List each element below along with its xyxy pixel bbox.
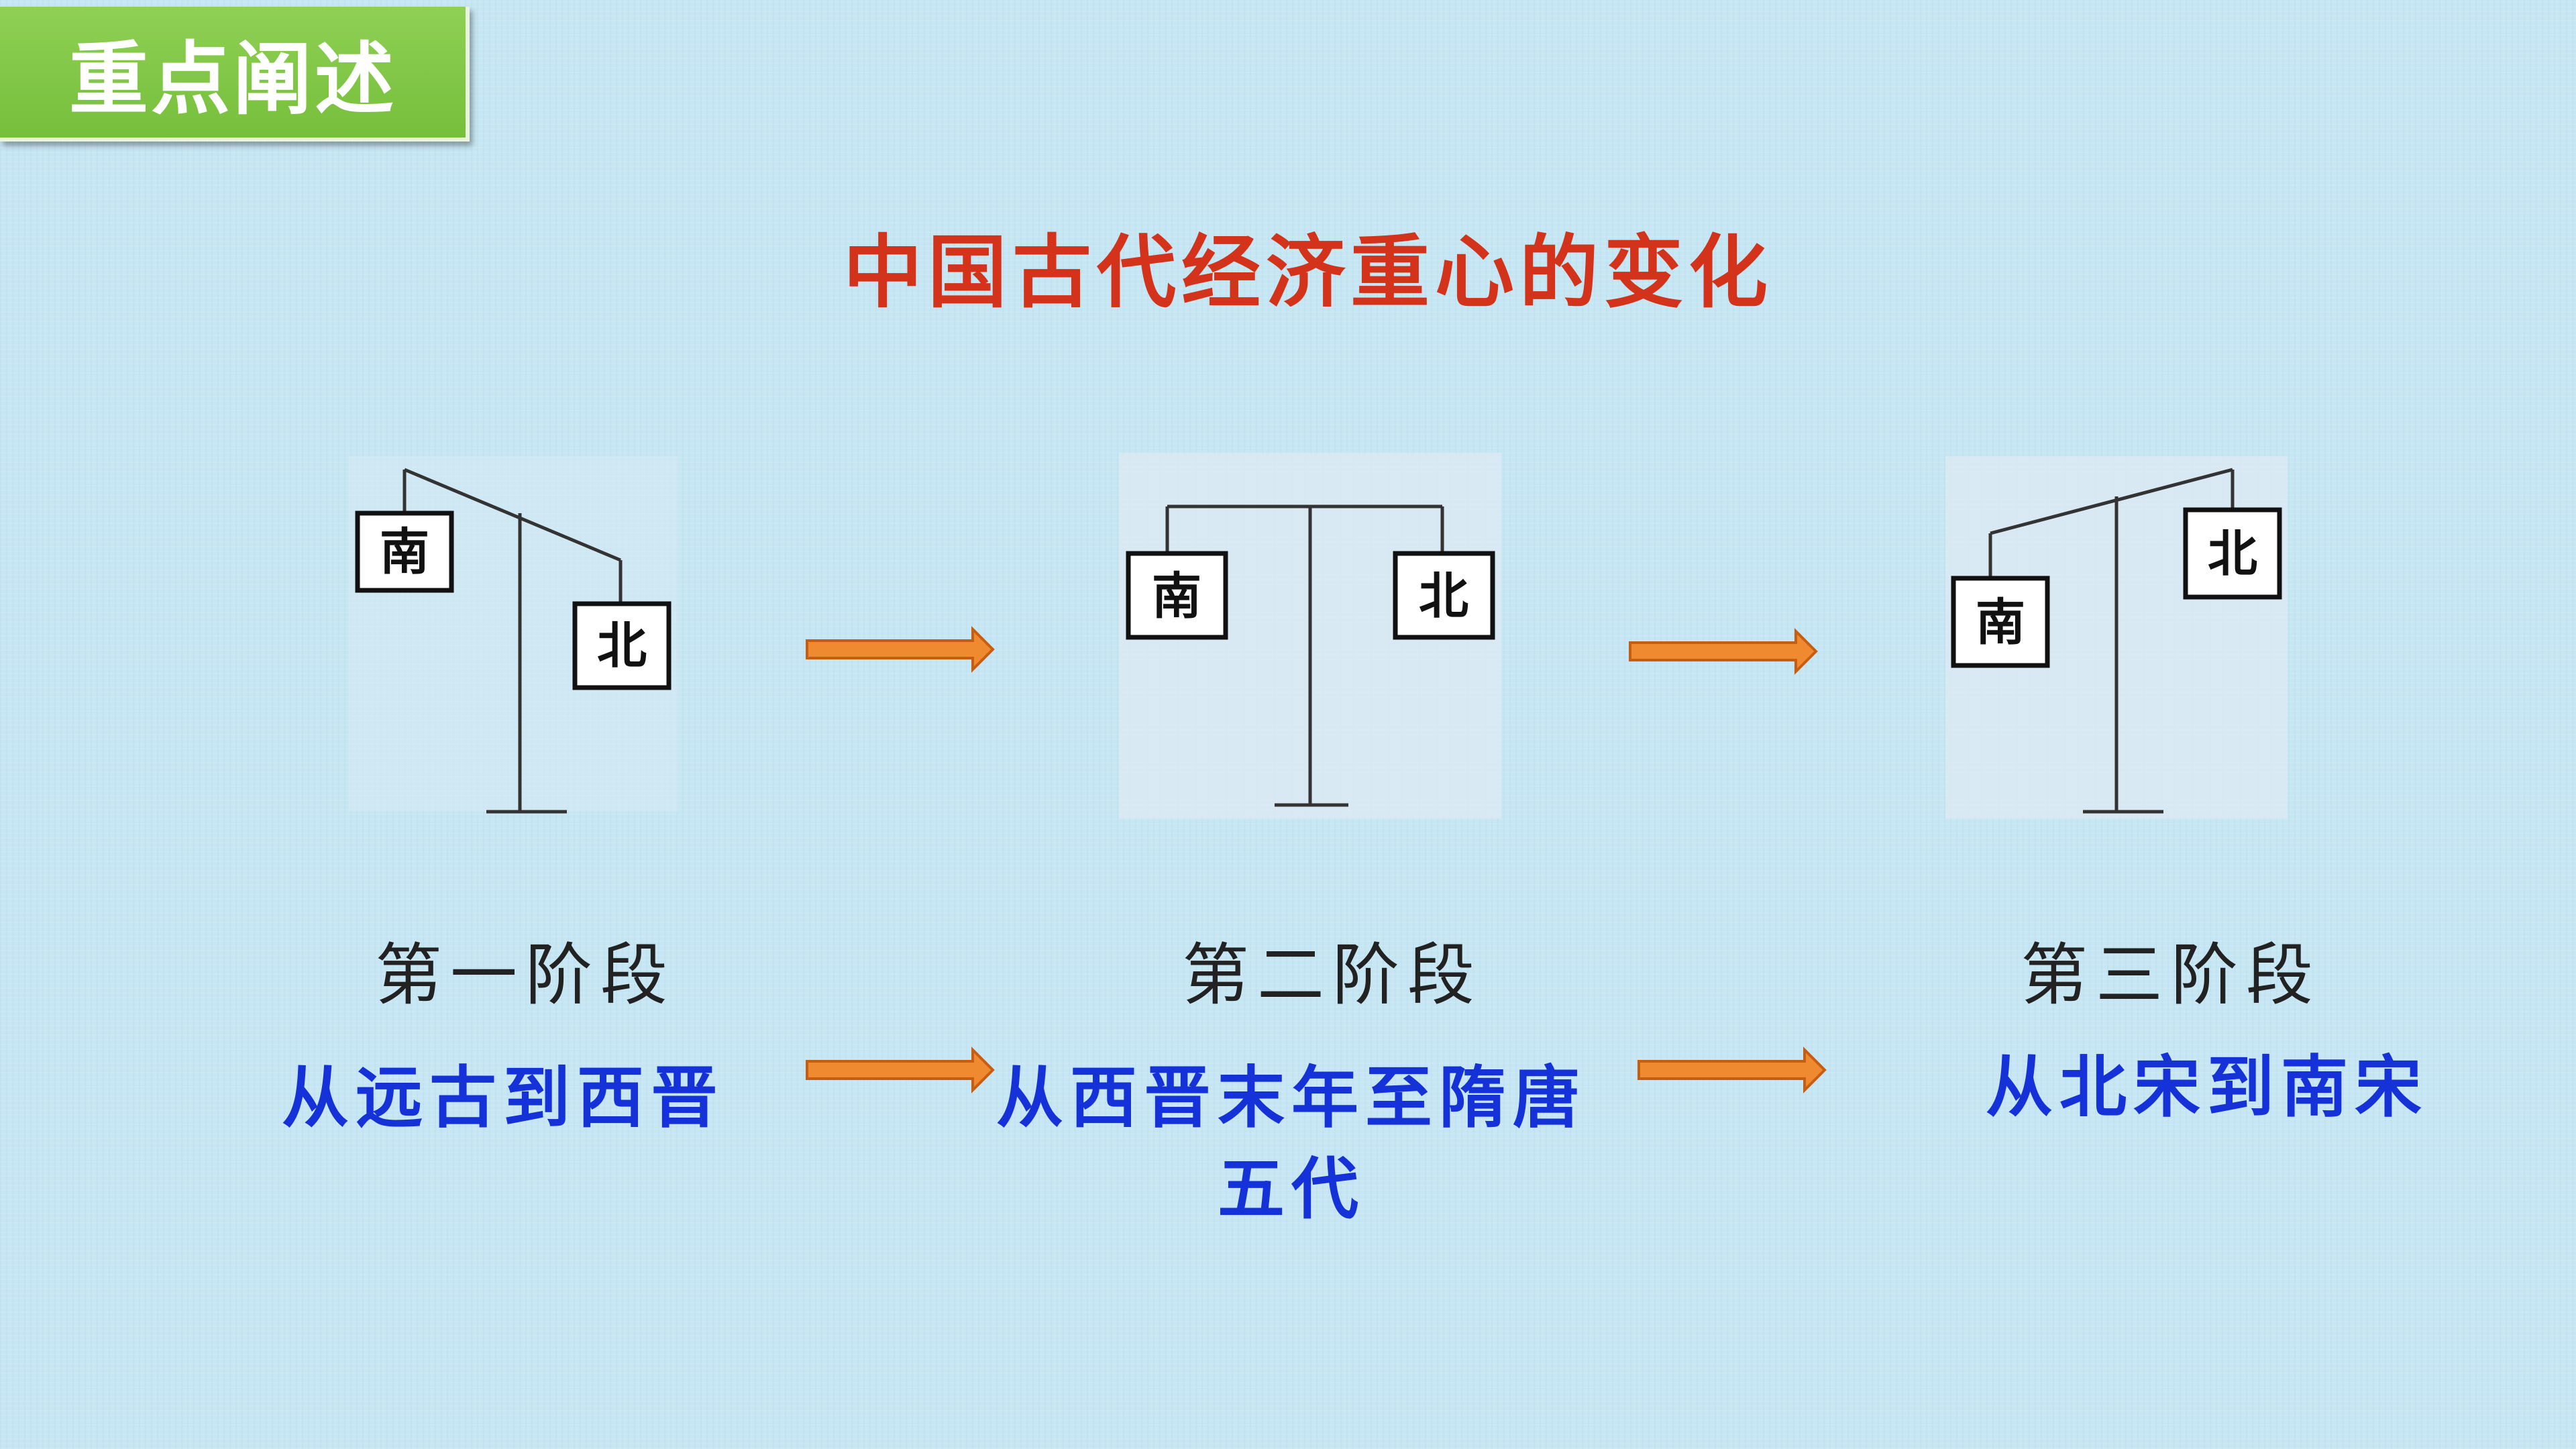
south-box: 南 xyxy=(1951,576,2050,668)
period-stage-3: 从北宋到南宋 xyxy=(1986,1047,2428,1126)
page-title: 中国古代经济重心的变化 xyxy=(843,225,1773,319)
section-tag: 重点阐述 xyxy=(0,7,470,142)
south-box: 南 xyxy=(1126,551,1228,640)
north-box-label: 北 xyxy=(1419,568,1468,625)
north-box-label: 北 xyxy=(597,617,647,675)
south-box-label: 南 xyxy=(1976,594,2025,651)
north-box: 北 xyxy=(2183,507,2282,600)
stage-label-3: 第三阶段 xyxy=(2021,936,2321,1014)
section-tag-label: 重点阐述 xyxy=(68,33,396,125)
arrow-bottom-1 xyxy=(806,1046,995,1093)
period-stage-2: 从西晋末年至隋唐五代 xyxy=(996,1058,1587,1228)
south-box: 南 xyxy=(355,511,454,593)
south-box-label: 南 xyxy=(380,523,429,581)
balance-stage-1 xyxy=(402,468,623,814)
balance-beam xyxy=(404,468,621,562)
north-box: 北 xyxy=(572,601,672,690)
north-box: 北 xyxy=(1393,551,1495,640)
arrow-top-1 xyxy=(806,626,995,673)
arrow-bottom-2 xyxy=(1638,1046,1827,1093)
north-box-label: 北 xyxy=(2208,525,2257,583)
stage-label-2: 第二阶段 xyxy=(1182,936,1483,1014)
stage-label-1: 第一阶段 xyxy=(375,936,676,1014)
balance-beam xyxy=(1990,468,2233,535)
south-box-label: 南 xyxy=(1152,568,1201,625)
balance-stage-3 xyxy=(1988,468,2235,814)
period-stage-1: 从远古到西晋 xyxy=(282,1058,724,1137)
arrow-top-2 xyxy=(1629,628,1818,675)
balance-stage-2 xyxy=(1165,504,1444,807)
